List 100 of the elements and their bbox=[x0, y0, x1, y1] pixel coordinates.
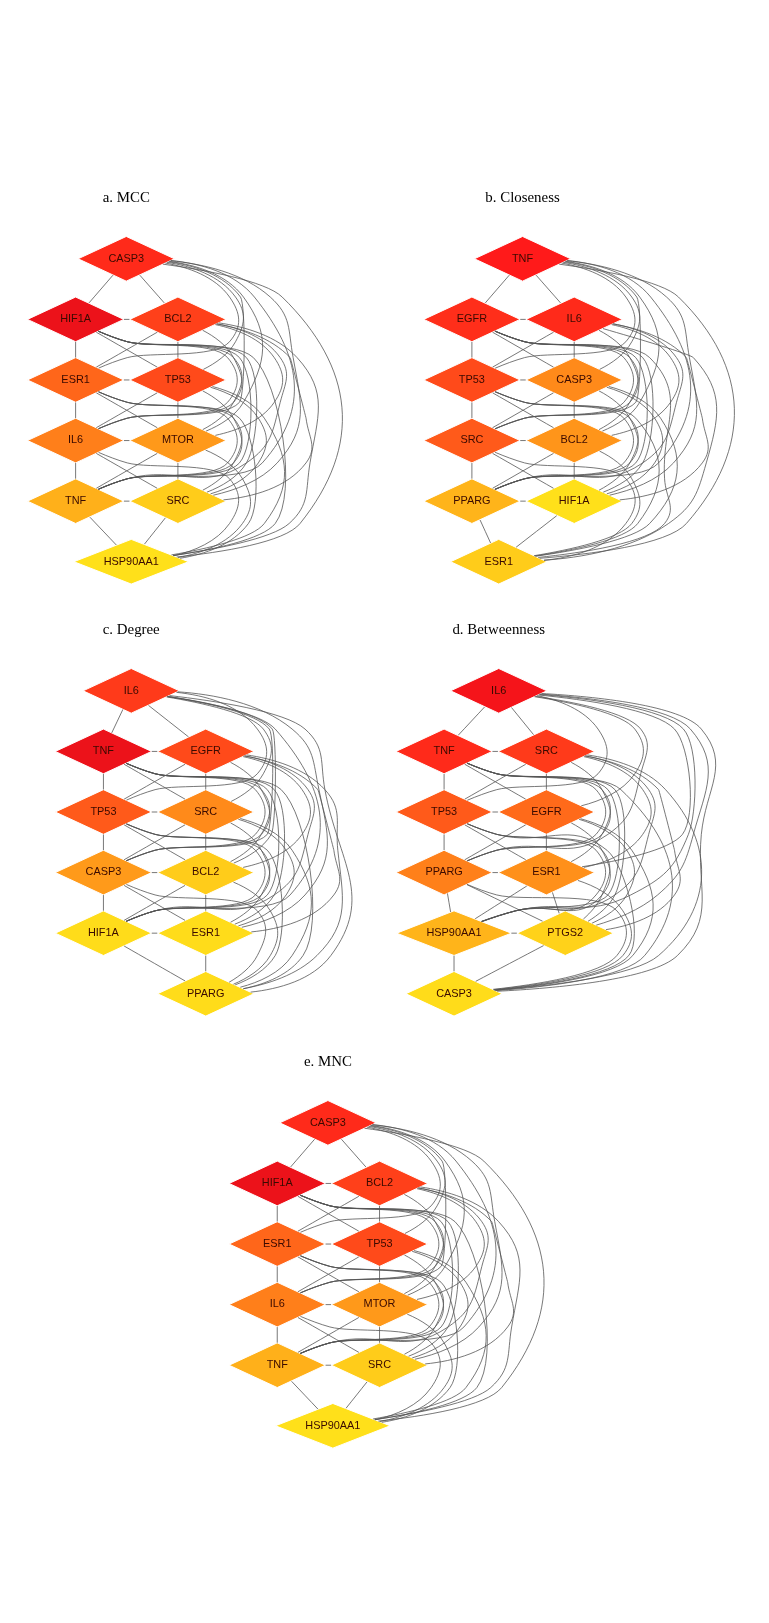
connector bbox=[411, 1250, 469, 1358]
connector bbox=[466, 822, 635, 990]
connector bbox=[243, 755, 341, 932]
node-diamond: TP53 bbox=[423, 356, 521, 403]
node-diamond: TNF bbox=[26, 477, 125, 524]
node-diamond: TP53 bbox=[129, 356, 227, 403]
connector bbox=[95, 452, 158, 489]
connector bbox=[300, 1126, 441, 1233]
connector bbox=[297, 1256, 360, 1292]
node-diamond: HIF1A bbox=[54, 909, 153, 956]
node-diamond: CASP3 bbox=[279, 1099, 377, 1146]
node-diamond: ESR1 bbox=[228, 1220, 326, 1267]
connector bbox=[103, 773, 104, 790]
node-diamond: HSP90AA1 bbox=[396, 909, 512, 956]
connector bbox=[325, 1364, 332, 1366]
connector bbox=[546, 833, 547, 850]
node-diamond: PPARG bbox=[157, 970, 255, 1017]
connector bbox=[370, 1124, 465, 1296]
connector bbox=[535, 385, 678, 557]
connector bbox=[492, 871, 499, 873]
connector bbox=[494, 262, 636, 369]
node-diamond: CASP3 bbox=[525, 356, 623, 403]
connector bbox=[103, 833, 104, 850]
label: a. MCC bbox=[102, 188, 150, 205]
connector bbox=[210, 386, 267, 494]
connector bbox=[492, 750, 499, 752]
connector bbox=[374, 1186, 521, 1420]
connector bbox=[297, 1316, 360, 1353]
connector bbox=[566, 259, 698, 496]
connector bbox=[494, 259, 691, 490]
connector bbox=[126, 883, 266, 983]
node-diamond: ESR1 bbox=[450, 538, 548, 585]
connector bbox=[573, 340, 575, 358]
connector bbox=[466, 883, 543, 922]
connector bbox=[371, 1123, 503, 1360]
connector bbox=[519, 439, 527, 441]
node-diamond: ESR1 bbox=[157, 909, 255, 956]
node-diamond: HSP90AA1 bbox=[73, 538, 190, 585]
connector bbox=[341, 1138, 367, 1167]
connector bbox=[494, 451, 636, 561]
connector bbox=[125, 762, 314, 989]
connector bbox=[511, 706, 534, 735]
connector bbox=[492, 331, 554, 368]
connector bbox=[125, 695, 321, 922]
connector bbox=[123, 763, 186, 800]
connector bbox=[171, 385, 285, 555]
node-diamond: CASP3 bbox=[54, 849, 153, 895]
connector bbox=[606, 386, 664, 494]
connector bbox=[494, 260, 641, 429]
connector bbox=[166, 261, 244, 370]
node-diamond: PTGS2 bbox=[516, 909, 614, 956]
connector bbox=[98, 262, 240, 368]
connector bbox=[447, 892, 451, 912]
connector bbox=[492, 452, 554, 489]
connector bbox=[416, 1187, 485, 1300]
connector bbox=[539, 693, 709, 926]
connector bbox=[466, 762, 673, 991]
connector bbox=[364, 1127, 545, 1421]
label: e. MNC bbox=[303, 1052, 352, 1069]
connector bbox=[471, 340, 473, 358]
node-diamond: TP53 bbox=[395, 788, 493, 835]
node-diamond: BCL2 bbox=[330, 1160, 429, 1206]
node-diamond: SRC bbox=[423, 417, 521, 463]
connector bbox=[166, 696, 272, 802]
connector bbox=[584, 755, 681, 930]
connector bbox=[300, 1315, 441, 1420]
connector bbox=[484, 274, 510, 303]
label: d. Betweenness bbox=[452, 620, 545, 637]
connector bbox=[511, 932, 518, 934]
node-diamond: IL6 bbox=[228, 1281, 326, 1327]
connector bbox=[578, 818, 635, 924]
connector bbox=[493, 879, 632, 990]
connector bbox=[466, 883, 627, 990]
connector bbox=[177, 690, 328, 928]
connector bbox=[125, 695, 274, 861]
connector bbox=[533, 450, 641, 556]
node-diamond: ESR1 bbox=[497, 849, 596, 895]
connector bbox=[565, 260, 660, 431]
connector bbox=[169, 259, 301, 496]
connector bbox=[125, 822, 283, 985]
connector bbox=[75, 462, 76, 479]
node-diamond: CASP3 bbox=[405, 970, 503, 1017]
node-diamond: EGFR bbox=[423, 296, 521, 342]
connector bbox=[151, 750, 158, 752]
connector bbox=[552, 891, 560, 914]
connector bbox=[534, 695, 644, 806]
connector bbox=[480, 693, 696, 922]
connector bbox=[97, 260, 245, 429]
connector bbox=[151, 932, 158, 934]
connector bbox=[299, 1186, 489, 1354]
connector bbox=[494, 817, 654, 991]
connector bbox=[205, 833, 207, 850]
connector bbox=[75, 340, 76, 358]
connector bbox=[379, 1265, 380, 1283]
node-diamond: HIF1A bbox=[26, 296, 125, 342]
connector bbox=[75, 401, 76, 418]
connector bbox=[372, 1249, 487, 1419]
connector bbox=[95, 331, 158, 368]
connector bbox=[496, 692, 717, 992]
connector bbox=[492, 391, 554, 428]
